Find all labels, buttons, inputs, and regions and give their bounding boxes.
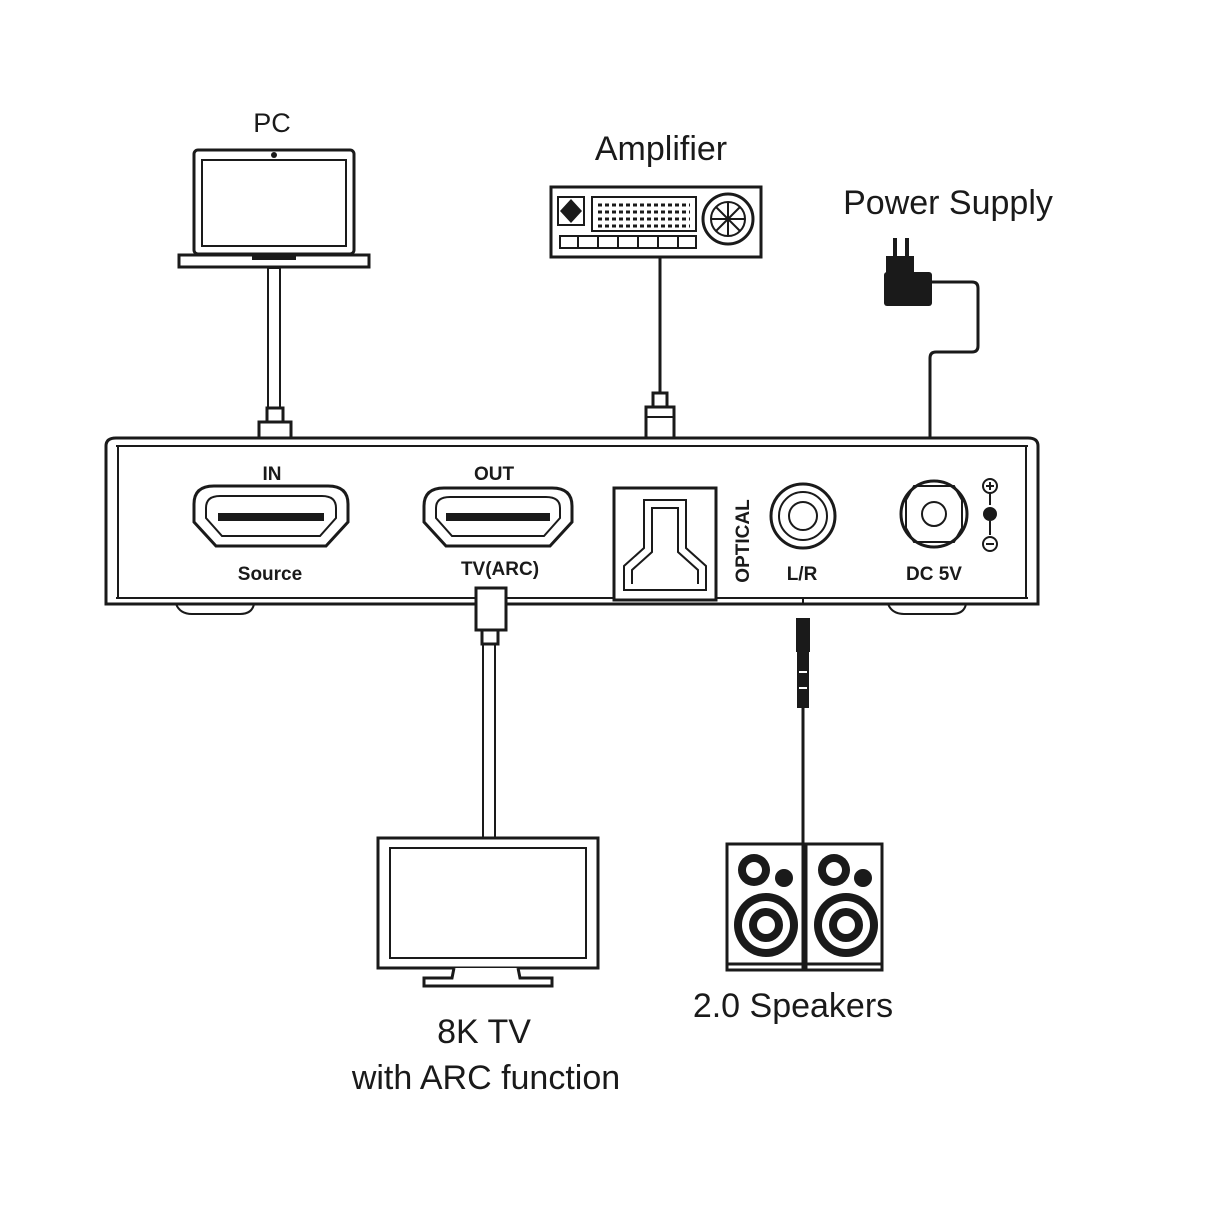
speaker-audio-cable — [796, 598, 810, 844]
hdmi-in-port-icon[interactable] — [192, 484, 350, 548]
hdmi-in-name: Source — [238, 564, 302, 585]
speakers-label: 2.0 Speakers — [693, 987, 893, 1025]
lr-audio-jack-icon[interactable] — [769, 482, 837, 550]
hdmi-out-name: TV(ARC) — [461, 559, 539, 580]
lr-label: L/R — [787, 564, 818, 585]
speakers-icon — [725, 842, 884, 972]
power-supply-label: Power Supply — [843, 184, 1053, 222]
amplifier-label: Amplifier — [595, 130, 727, 168]
tv-icon — [376, 836, 600, 988]
hdmi-in-label: IN — [263, 464, 282, 485]
power-adapter-icon — [884, 238, 932, 306]
tv-hdmi-cable — [474, 586, 508, 839]
polarity-icon — [982, 478, 998, 552]
pc-hdmi-cable — [257, 267, 293, 464]
laptop-icon — [177, 148, 371, 269]
pc-label: PC — [253, 108, 291, 138]
tv-label-line1: 8K TV — [437, 1013, 531, 1051]
hdmi-out-port-icon[interactable] — [422, 486, 574, 548]
optical-port-icon[interactable] — [612, 486, 718, 602]
optical-label: OPTICAL — [733, 499, 754, 583]
dc-jack-icon[interactable] — [899, 479, 969, 549]
tv-label-line2: with ARC function — [351, 1059, 620, 1097]
hdmi-out-label: OUT — [474, 464, 515, 485]
dc-label: DC 5V — [906, 564, 962, 585]
amplifier-icon — [549, 185, 763, 259]
